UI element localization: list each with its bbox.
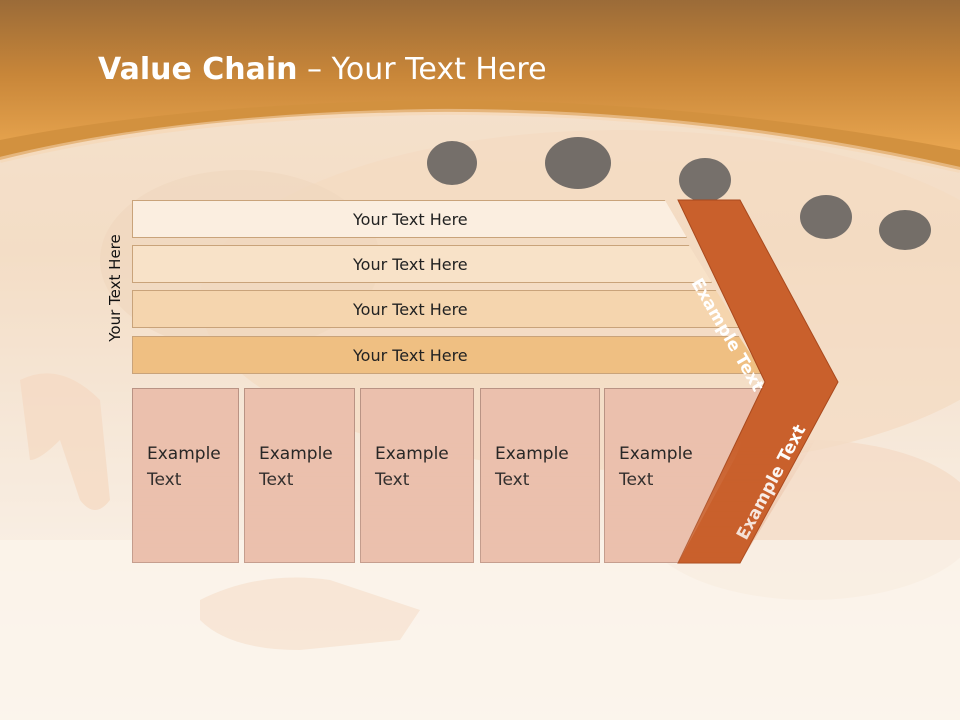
primary-column-1: Example Text [132,388,239,563]
page-title: Value Chain – Your Text Here [98,52,547,87]
stone-icons [427,137,931,250]
support-bar-1: Your Text Here [132,200,687,238]
support-bar-4: Your Text Here [132,336,764,374]
column-label: Example Text [259,444,333,490]
support-bar-label: Your Text Here [353,209,468,229]
title-rest: – Your Text Here [297,52,547,87]
primary-column-3: Example Text [360,388,474,563]
support-bar-label: Your Text Here [353,345,468,365]
column-label: Example Text [495,444,569,490]
column-label: Example Text [375,444,449,490]
column-label: Example Text [147,444,221,490]
title-bold: Value Chain [98,52,298,87]
support-bar-2: Your Text Here [132,245,712,283]
support-bar-label: Your Text Here [353,299,468,319]
primary-column-2: Example Text [244,388,355,563]
support-bar-label: Your Text Here [353,254,468,274]
column-label: Example Text [619,444,693,490]
primary-column-4: Example Text [480,388,600,563]
support-bar-3: Your Text Here [132,290,740,328]
